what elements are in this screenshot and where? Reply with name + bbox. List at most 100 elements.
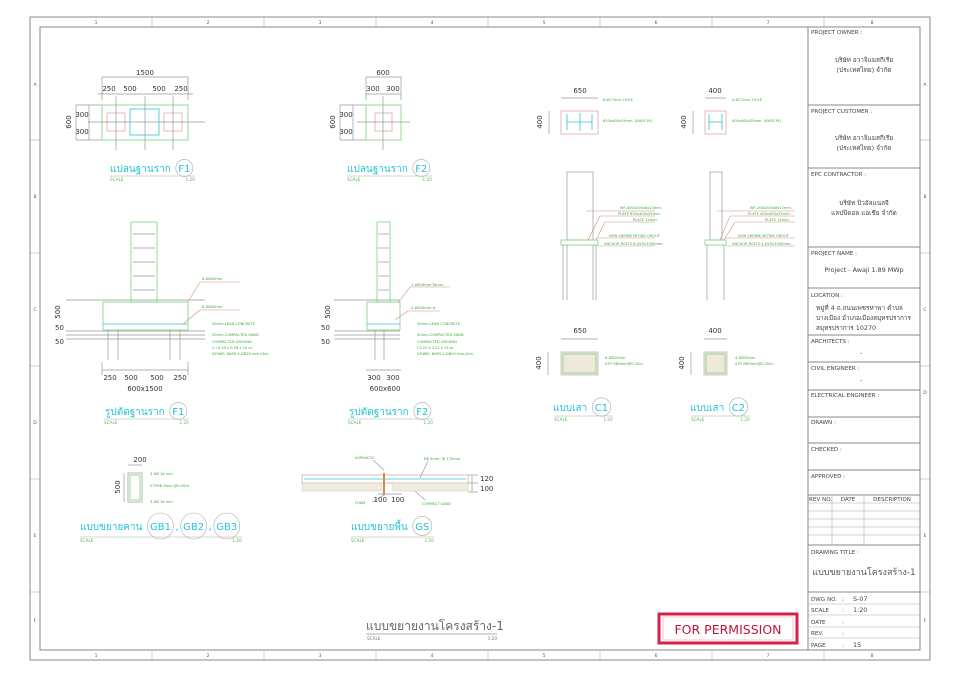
dim-text: 50	[321, 324, 330, 332]
annotation: 4-DB25mm	[735, 356, 756, 360]
project-name-value: Project - Awaji 1.89 MWp	[824, 266, 903, 274]
drawing-title: แบบขยายพื้น	[351, 519, 408, 533]
page-value: 15	[853, 641, 861, 649]
drawing-tag-text: F2	[416, 407, 428, 418]
stamp-text: FOR PERMISSION	[674, 622, 781, 637]
drawing-tag-text: C2	[732, 403, 745, 414]
annotation: PLATE 12mm.	[633, 218, 658, 222]
col-label: 8	[871, 20, 874, 26]
col-label: 2	[207, 653, 210, 659]
checked-label: CHECKED :	[811, 447, 842, 453]
annotation: STP.RB 6mm.@0.20m.	[150, 484, 190, 488]
dim-text: 300	[386, 85, 399, 93]
c1-base-plate: 650 400 6-Ø27mm. HOLE 650x400x25mm. (BAS…	[536, 87, 653, 135]
drawing-tag: F2	[412, 159, 431, 177]
dim-text: 100	[391, 496, 404, 504]
title-row: แบบขยายคาน GB1 , GB2 , GB3 SCALE 1:20	[80, 512, 242, 543]
annotation: RB 9mm. @ 175mm.	[424, 457, 461, 461]
civil-engineer-label: CIVIL ENGINEER :	[811, 366, 860, 372]
dim-text: 400	[680, 115, 688, 128]
project-customer-label: PROJECT CUSTOMER :	[811, 109, 872, 115]
page-label: PAGE	[811, 643, 826, 649]
dim-text: 400	[678, 356, 686, 369]
annotation: PLATE 12mm.	[765, 218, 790, 222]
annotation: 650x400x25mm. (BASE PL)	[603, 119, 653, 123]
scale-label: SCALE	[110, 177, 124, 182]
drawing-tag-text: F1	[178, 164, 190, 175]
epc-contractor-value: บริษัท บิวอัลแนลจี	[839, 199, 889, 207]
dim-text: 250	[103, 374, 116, 382]
annotation: 4-Ø27mm. HOLE	[732, 97, 763, 102]
c2-base-plate: 400 400 4-Ø27mm. HOLE 400x400x25mm. (BAS…	[680, 87, 782, 135]
col-label: 2	[207, 20, 210, 26]
f2-plan: 600 300 300 300 300 600 แปลนฐานราก F2 SC…	[329, 69, 432, 182]
dim-text: 1500	[136, 69, 154, 77]
epc-contractor-label: EPC CONTRACTOR :	[811, 172, 866, 178]
dim-text: 250	[174, 85, 187, 93]
drawing-tag: GS	[412, 516, 433, 536]
dim-text: 400	[536, 115, 544, 128]
scale-label: SCALE	[554, 417, 568, 422]
dim-text: 300	[75, 111, 88, 119]
project-customer-value: (ประเทศไทย) จำกัด	[837, 144, 892, 152]
annotation: 6-DB25mm	[605, 356, 626, 360]
date-label: DATE	[811, 620, 826, 626]
dim-text: 50	[55, 338, 64, 346]
project-customer-value: บริษัท อวาจิแมสกีเรีย	[835, 134, 893, 142]
annotation: 2-I 0.26 x 0.26 x 24 m.	[212, 346, 253, 350]
f1-section: 6-DB20mm. 6-DB20mm. 50mm.LEAN CONCRETE 5…	[54, 221, 269, 425]
drawing-tag-text: GS	[415, 522, 429, 533]
dim-text: 50	[55, 324, 64, 332]
annotation: 50mm.LEAN CONCRETE	[417, 322, 461, 326]
outer-border	[29, 16, 931, 661]
annotation: COMPACT SAND	[422, 502, 451, 506]
drawn-label: DRAWN :	[811, 420, 836, 426]
dim-text: 300	[339, 128, 352, 136]
separator: :	[842, 608, 844, 614]
dim-text: 650	[573, 327, 586, 335]
scale-label: SCALE	[351, 538, 365, 543]
col-label: 4	[431, 653, 434, 659]
drawing-tag: GB2	[180, 512, 207, 540]
row-label: C	[923, 307, 926, 313]
dim-text: 600	[329, 115, 337, 128]
annotation: 4-DB16mm.#	[411, 306, 436, 310]
title-row: แปลนฐานราก F2 SCALE 1:20	[347, 159, 432, 182]
scale-value: 1:20	[232, 538, 242, 543]
annotation: STP. RB9mm@0.20m.	[605, 362, 644, 366]
dim-text: 500	[54, 305, 62, 318]
annotation: 50mm.COMPACTED SAND	[417, 333, 464, 337]
annotation: 6-DB20mm.	[202, 277, 224, 281]
dim-text: 600	[65, 115, 73, 128]
dim-text: 500	[150, 374, 163, 382]
col-label: 5	[543, 20, 546, 26]
c2-elevation: WF-200x200x8x12mm. PLATE 400x400x25mm. P…	[704, 171, 795, 300]
row-label: B	[33, 194, 36, 200]
dwg-no-label: DWG NO.	[811, 597, 837, 603]
drawing-tag-text: GB2	[183, 522, 204, 533]
drawing-tag: C2	[728, 397, 748, 417]
row-label: D	[33, 420, 37, 426]
drawing-title: แบบเสา	[553, 403, 587, 414]
title-row: รูปตัดฐานราก F2 SCALE 1:20	[348, 402, 433, 425]
drawing-tag: C1	[591, 397, 611, 417]
drawing-tag: GB3	[213, 512, 241, 540]
column-labels: 1 2 3 4 5 6 7 8 1 2 3 4 5 6 7 8	[95, 20, 874, 659]
architects-label: ARCHITECTS :	[811, 339, 850, 345]
scale-value: 1:20	[179, 420, 189, 425]
inner-border	[39, 26, 921, 651]
drawing-title: รูปตัดฐานราก	[349, 407, 409, 418]
scale-label: SCALE	[691, 417, 705, 422]
row-label: F	[924, 618, 927, 624]
annotation: ANCHOR BOLTS 6-Ø25x1000mm.	[604, 241, 664, 246]
scale-value: 1:20	[186, 177, 196, 182]
dim-text: 300	[339, 111, 352, 119]
sheet-title-text: แบบขยายงานโครงสร้าง-1	[366, 619, 504, 633]
scale-value: 1:20	[603, 417, 613, 422]
col-label: 8	[871, 653, 874, 659]
separator: :	[842, 643, 844, 649]
annotation: PLATE 400x400x25mm.	[748, 212, 791, 216]
row-label: E	[924, 533, 927, 539]
drawing-title: แบบเสา	[690, 403, 724, 414]
